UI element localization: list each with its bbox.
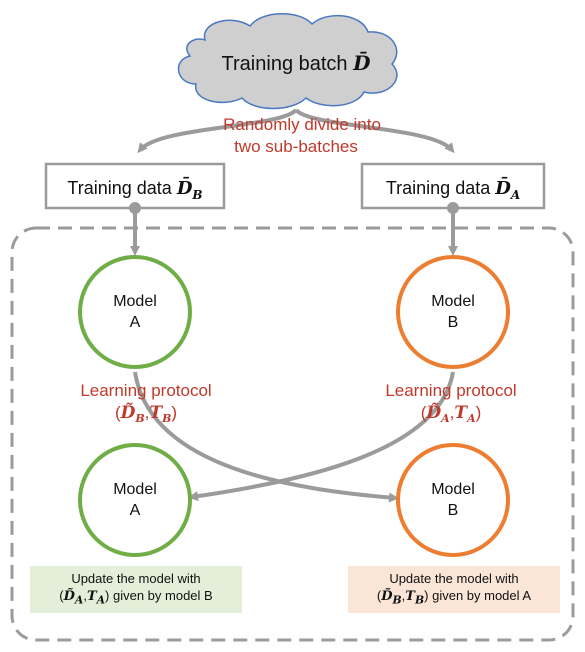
update-note-right-line1: Update the model with: [389, 571, 519, 587]
model-a-top-line1: Model: [113, 293, 157, 310]
dashed-container: [10, 226, 575, 642]
model-b-bottom-line1: Model: [431, 481, 475, 498]
cloud-label: Training batch D̄: [222, 50, 372, 75]
split-label-line2: two sub-batches: [234, 137, 358, 156]
protocol-label-left: Learning protocol: [80, 381, 211, 400]
training-data-box-left: [44, 162, 226, 210]
connector-dot-right: [447, 202, 459, 214]
update-note-left: Update the model with (D̃A,TA) given by …: [30, 566, 242, 613]
model-a-top-line2: A: [130, 314, 141, 331]
model-b-top-line2: B: [448, 314, 459, 331]
connector-dot-left: [129, 202, 141, 214]
update-note-left-line1: Update the model with: [71, 571, 201, 587]
model-b-bottom-line2: B: [448, 502, 459, 519]
protocol-math-right: (D̃A,TA): [421, 403, 482, 425]
update-note-right: Update the model with (D̃B,TB) given by …: [348, 566, 560, 613]
model-a-bottom-line1: Model: [113, 481, 157, 498]
model-a-bottom-circle: [78, 443, 192, 557]
split-label-line1: Randomly divide into: [223, 115, 381, 134]
protocol-label-right: Learning protocol: [385, 381, 516, 400]
model-a-bottom-line2: A: [130, 502, 141, 519]
model-b-top-line1: Model: [431, 293, 475, 310]
cross-arrow-a-to-b: [133, 371, 399, 503]
cross-arrow-b-to-a: [188, 371, 455, 502]
split-arrow-left: [137, 108, 298, 154]
update-note-left-line2: (D̃A,TA) given by model B: [59, 588, 213, 607]
split-arrow-right: [294, 108, 455, 154]
cloud-icon: [177, 13, 398, 110]
protocol-math-left: (D̃B,TB): [115, 403, 177, 425]
model-b-bottom-circle: [396, 443, 510, 557]
training-data-label-right: Training data D̄A: [386, 177, 520, 202]
model-a-top-circle: [78, 255, 192, 369]
update-note-right-line2: (D̃B,TB) given by model A: [376, 588, 532, 607]
model-b-top-circle: [396, 255, 510, 369]
training-data-label-left: Training data D̄B: [67, 177, 202, 202]
